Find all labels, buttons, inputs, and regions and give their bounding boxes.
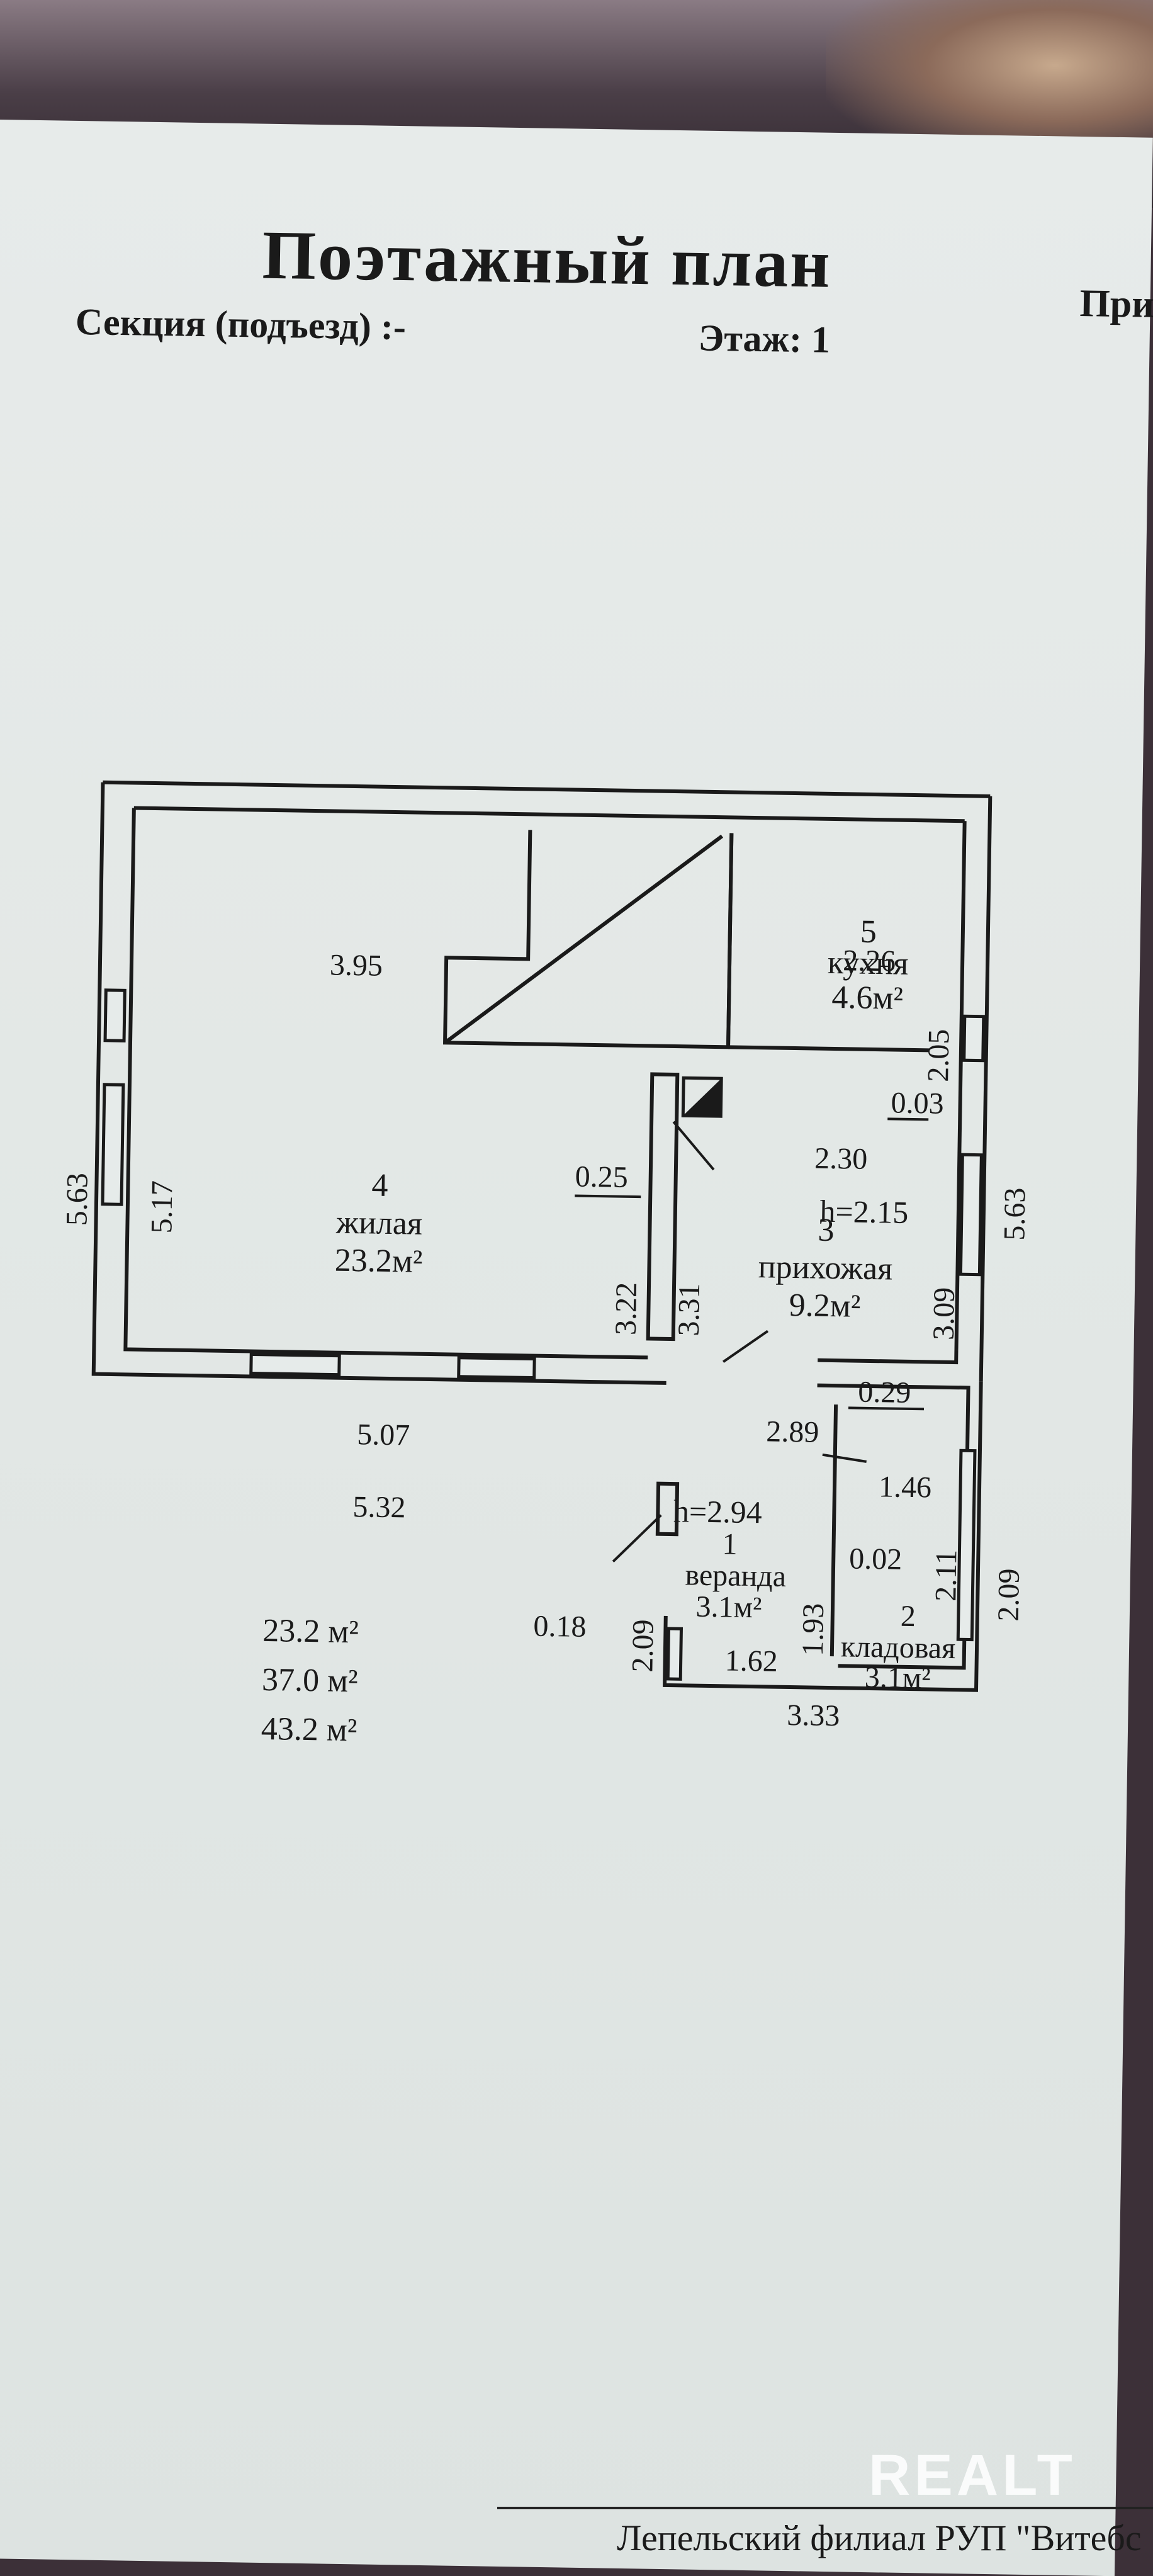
room-3-name: прихожая (758, 1249, 892, 1287)
watermark-logo: REALT (869, 2443, 1076, 2507)
area-living: 23.2 м² (262, 1612, 359, 1651)
stairs-diagonal (444, 834, 724, 1044)
wall-right-inner (954, 821, 967, 1350)
area-total: 37.0 м² (261, 1661, 359, 1700)
dim-label: 2.26 (843, 944, 896, 978)
dim-label: 1.93 (796, 1603, 830, 1656)
room-4-number: 4 (371, 1167, 388, 1203)
room-5-number: 5 (860, 914, 877, 950)
chimney-symbol (681, 1076, 723, 1118)
storage-top-wall (818, 1350, 959, 1365)
partition-living-hall (646, 1072, 680, 1342)
room-2-number: 2 (900, 1600, 916, 1633)
dim-label: 2.09 (992, 1568, 1026, 1622)
room-5-name: кухня (828, 945, 909, 982)
dim-label: 5.63 (998, 1187, 1032, 1241)
dim-label: 0.02 (849, 1542, 903, 1576)
window-left-2 (103, 988, 127, 1042)
room-2-name: кладовая (840, 1630, 955, 1665)
dim-label: 3.95 (330, 948, 383, 982)
window-veranda (666, 1627, 683, 1681)
veranda-post (655, 1481, 680, 1537)
room-3-area: 9.2м² (789, 1287, 860, 1325)
room-2-area: 3.1м² (865, 1661, 931, 1695)
dim-label: 3.33 (787, 1698, 840, 1732)
dim-label: 5.63 (60, 1173, 94, 1226)
dim-label: 3.31 (672, 1283, 706, 1336)
ceiling-height-veranda: h=2.94 (673, 1493, 763, 1530)
window-right-2 (962, 1014, 986, 1063)
windows (101, 988, 986, 1681)
room-5-area: 4.6м² (831, 980, 903, 1017)
dim-label: 0.29 (858, 1376, 911, 1409)
room-labels: 4 жилая 23.2м² 3 прихожая 9.2м² 5 кухня … (334, 914, 955, 1695)
dim-label: 0.25 (575, 1160, 628, 1194)
area-overall: 43.2 м² (261, 1710, 357, 1749)
dim-label: 5.07 (357, 1418, 410, 1452)
kitchen-partition (728, 1045, 930, 1053)
room-1-area: 3.1м² (695, 1590, 762, 1625)
window-right-1 (959, 1153, 983, 1277)
room-4-area: 23.2м² (334, 1243, 422, 1280)
wall-top-outer (103, 780, 991, 798)
dim-label: 2.11 (929, 1549, 963, 1602)
room-1-number: 1 (722, 1527, 738, 1561)
dim-label: 2.09 (626, 1619, 660, 1673)
paper-sheet: Поэтажный план Секция (подъезд) :- Этаж:… (0, 120, 1153, 2576)
dim-label: 3.22 (609, 1282, 643, 1335)
wall-top-inner (133, 806, 965, 823)
veranda-walls (663, 1615, 838, 1690)
storage-right-wall (837, 1381, 983, 1692)
window-bottom-2 (457, 1356, 536, 1380)
dim-label: 2.89 (766, 1415, 819, 1449)
storage-partition (830, 1404, 838, 1657)
area-summary: 23.2 м² 37.0 м² 43.2 м² (261, 1607, 359, 1755)
dim-label: 1.46 (879, 1470, 932, 1504)
room-3-number: 3 (818, 1212, 835, 1248)
wall-left-inner (123, 808, 648, 1360)
dim-label: 0.18 (533, 1610, 587, 1644)
footer-organization: Лепельский филиал РУП "Витебс (617, 2517, 1142, 2558)
footer-border (497, 2507, 1153, 2566)
dim-label: 5.32 (352, 1490, 406, 1524)
window-left-1 (101, 1083, 125, 1206)
dim-label: 2.30 (814, 1142, 868, 1176)
dim-label: 2.05 (921, 1029, 955, 1082)
room-1-name: веранда (685, 1558, 786, 1593)
dim-label: 1.62 (724, 1644, 778, 1678)
dimension-labels: 3.95 2.26 2.30 0.03 0.25 0.29 2.89 1.46 … (60, 944, 1032, 1732)
wall-left-outer (91, 782, 666, 1385)
ceiling-height-hall: h=2.15 (819, 1194, 909, 1230)
walls (91, 780, 993, 1692)
floor-plan-drawing: 4 жилая 23.2м² 3 прихожая 9.2м² 5 кухня … (60, 780, 1032, 1732)
leader-lines (575, 1117, 929, 1563)
dim-label: 3.09 (927, 1287, 961, 1340)
window-bottom-1 (249, 1352, 341, 1377)
dim-label: 0.03 (891, 1086, 944, 1120)
dim-label: 5.17 (145, 1180, 179, 1234)
window-storage (956, 1449, 977, 1642)
room-4-name: жилая (335, 1205, 423, 1242)
wall-right-outer (979, 796, 993, 1382)
